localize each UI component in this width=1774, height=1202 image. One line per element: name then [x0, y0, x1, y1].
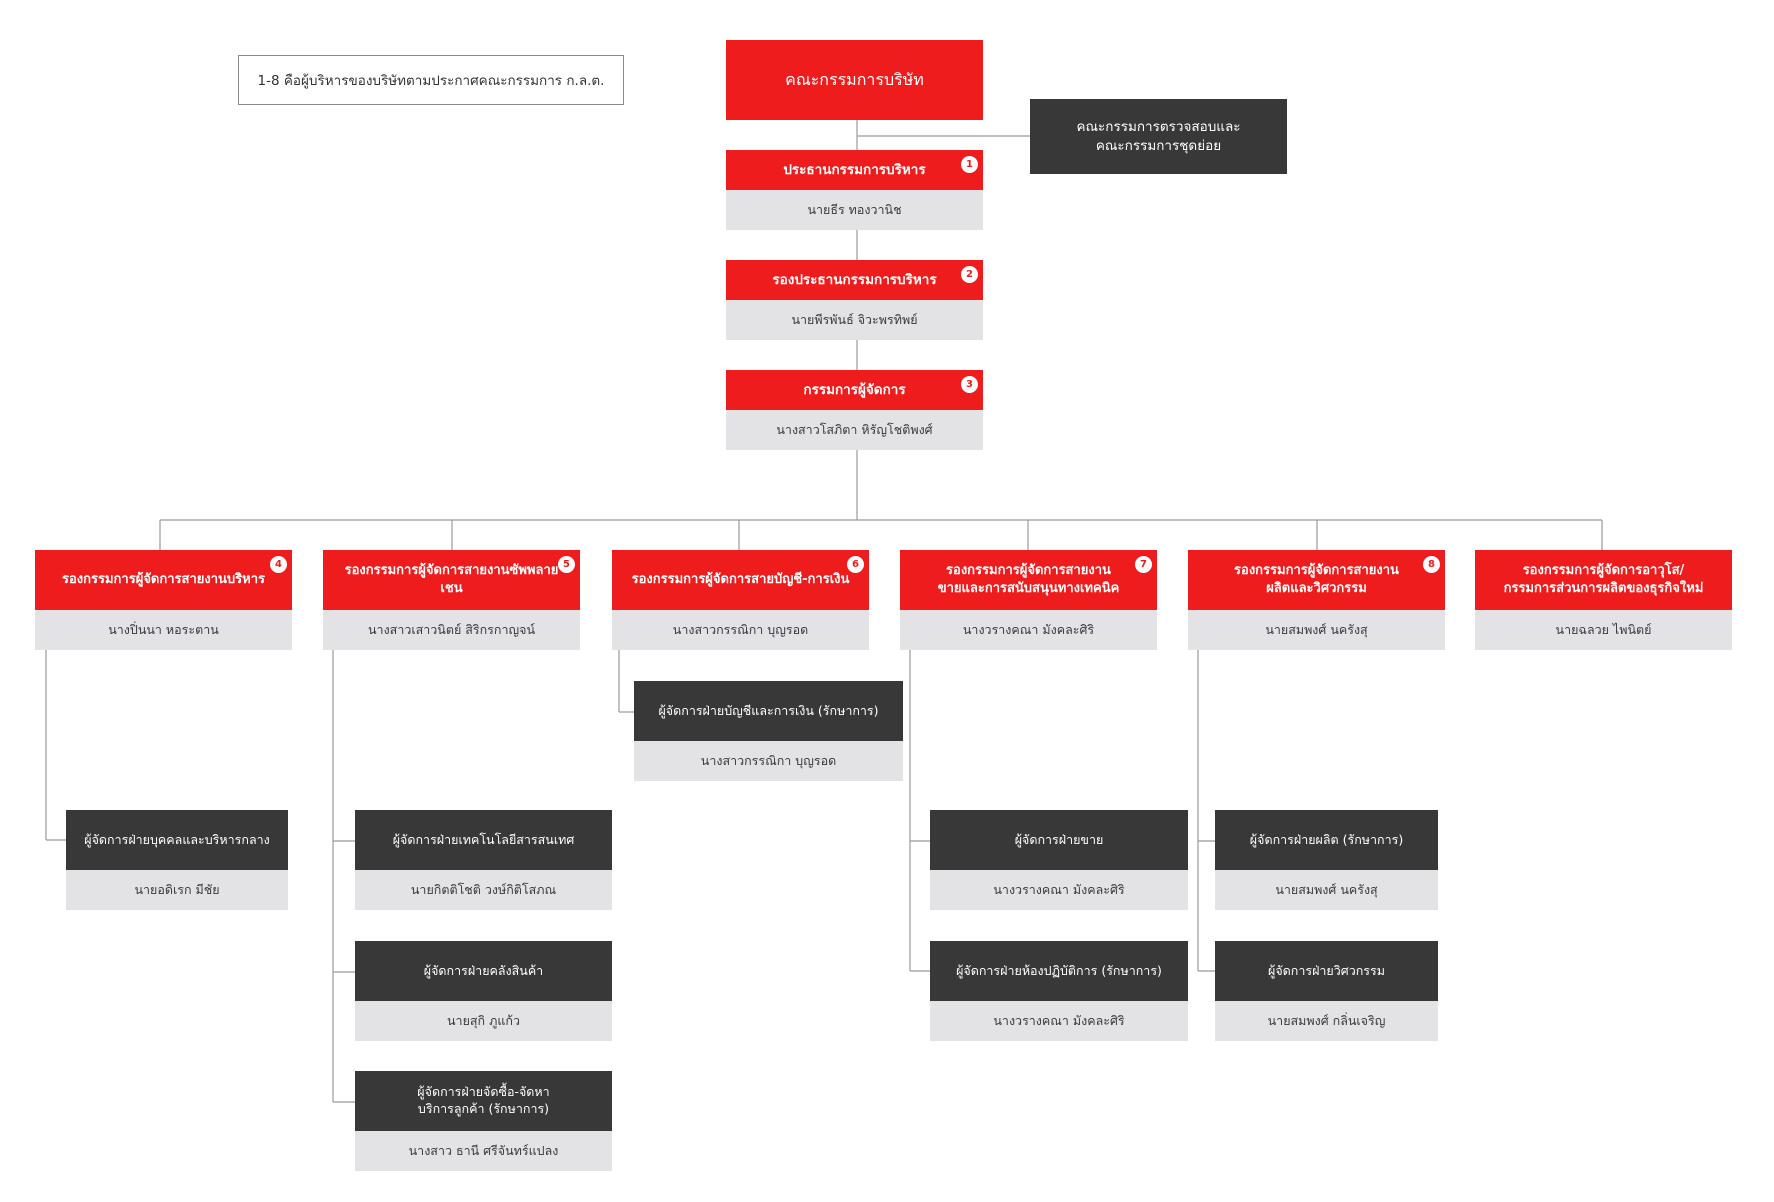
managers-title-line: บริการลูกค้า (รักษาการ): [417, 1101, 550, 1116]
managers-title-box: ผู้จัดการฝ่ายบัญชีและการเงิน (รักษาการ): [634, 681, 903, 741]
managers-title-box: ผู้จัดการฝ่ายวิศวกรรม: [1215, 941, 1438, 1001]
managers-name: นางวรางคณา มังคละศิริ: [930, 1001, 1188, 1041]
managers-title-line: ผู้จัดการฝ่ายบุคคลและบริหารกลาง: [84, 831, 270, 847]
managers-title-line: ผู้จัดการฝ่ายผลิต (รักษาการ): [1249, 831, 1404, 847]
managers-title-line: ผู้จัดการฝ่ายคลังสินค้า: [423, 962, 544, 978]
number-badge: 6: [847, 556, 864, 573]
chain-node-1: รองประธานกรรมการบริหารนายพีรพันธ์ จิวะพร…: [726, 260, 983, 340]
number-badge: 7: [1135, 556, 1152, 573]
managers-title-box: ผู้จัดการฝ่ายห้องปฏิบัติการ (รักษาการ): [930, 941, 1188, 1001]
chain-name: นางสาวโสภิตา หิรัญโชติพงศ์: [726, 410, 983, 450]
divisions-name: นางสาวเสาวนิตย์ สิริกรกาญจน์: [323, 610, 580, 650]
divisions-title-line: รองกรรมการผู้จัดการอาวุโส/: [1522, 563, 1685, 579]
number-badge: 2: [961, 266, 978, 283]
managers-name: นายสุกิ ภูแก้ว: [355, 1001, 612, 1041]
divisions-title-box: รองกรรมการผู้จัดการสายงานขายและการสนับสน…: [900, 550, 1157, 610]
committees-title-line1: คณะกรรมการตรวจสอบและ: [1076, 119, 1241, 136]
chain-title-line: ประธานกรรมการบริหาร: [783, 161, 926, 178]
managers-title-box: ผู้จัดการฝ่ายคลังสินค้า: [355, 941, 612, 1001]
managers-title-line: ผู้จัดการฝ่ายจัดซื้อ-จัดหา: [417, 1084, 550, 1100]
managers-node-1: ผู้จัดการฝ่ายเทคโนโลยีสารสนเทศนายกิตติโช…: [355, 810, 612, 910]
divisions-node-3: รองกรรมการผู้จัดการสายงานขายและการสนับสน…: [900, 550, 1157, 650]
divisions-title-line: ขายและการสนับสนุนทางเทคนิค: [937, 581, 1120, 596]
managers-node-7: ผู้จัดการฝ่ายผลิต (รักษาการ) นายสมพงศ์ นค…: [1215, 810, 1438, 910]
divisions-node-4: รองกรรมการผู้จัดการสายงานผลิตและวิศวกรรม…: [1188, 550, 1445, 650]
chain-node-0: ประธานกรรมการบริหารนายธีร ทองวานิช 1: [726, 150, 983, 230]
managers-node-0: ผู้จัดการฝ่ายบุคคลและบริหารกลางนายอดิเรก…: [66, 810, 288, 910]
divisions-title-line: รองกรรมการผู้จัดการสายงาน: [1234, 563, 1399, 579]
chain-name: นายพีรพันธ์ จิวะพรทิพย์: [726, 300, 983, 340]
managers-title-line: ผู้จัดการฝ่ายบัญชีและการเงิน (รักษาการ): [658, 702, 879, 718]
managers-title-box: ผู้จัดการฝ่ายจัดซื้อ-จัดหาบริการลูกค้า (…: [355, 1071, 612, 1131]
divisions-name: นายฉลวย ไพนิตย์: [1475, 610, 1732, 650]
divisions-node-0: รองกรรมการผู้จัดการสายงานบริหารนางปิ่นนา…: [35, 550, 292, 650]
managers-title-line: ผู้จัดการฝ่ายเทคโนโลยีสารสนเทศ: [392, 831, 575, 847]
divisions-title-line: ผลิตและวิศวกรรม: [1266, 581, 1367, 596]
chain-title-box: รองประธานกรรมการบริหาร: [726, 260, 983, 300]
number-badge: 8: [1423, 556, 1440, 573]
divisions-title-box: รองกรรมการผู้จัดการสายงานผลิตและวิศวกรรม: [1188, 550, 1445, 610]
divisions-name: นางสาวกรรณิกา บุญรอด: [612, 610, 869, 650]
committees-box: คณะกรรมการตรวจสอบและ คณะกรรมการชุดย่อย: [1030, 99, 1287, 174]
chain-name: นายธีร ทองวานิช: [726, 190, 983, 230]
managers-name: นายสมพงศ์ กลิ่นเจริญ: [1215, 1001, 1438, 1041]
divisions-title-box: รองกรรมการผู้จัดการสายงานซัพพลายเชน: [323, 550, 580, 610]
number-badge: 3: [961, 376, 978, 393]
managers-name: นายสมพงศ์ นครังสุ: [1215, 870, 1438, 910]
managers-name: นางสาวกรรณิกา บุญรอด: [634, 741, 903, 781]
chain-node-2: กรรมการผู้จัดการนางสาวโสภิตา หิรัญโชติพง…: [726, 370, 983, 450]
managers-title-box: ผู้จัดการฝ่ายขาย: [930, 810, 1188, 870]
board-title: คณะกรรมการบริษัท: [785, 70, 924, 90]
divisions-title-line: กรรมการส่วนการผลิตของธุรกิจใหม่: [1503, 581, 1704, 596]
divisions-title-line: รองกรรมการผู้จัดการสายงานบริหาร: [62, 572, 265, 588]
number-badge: 5: [558, 556, 575, 573]
managers-node-3: ผู้จัดการฝ่ายจัดซื้อ-จัดหาบริการลูกค้า (…: [355, 1071, 612, 1171]
divisions-title-box: รองกรรมการผู้จัดการอาวุโส/กรรมการส่วนการ…: [1475, 550, 1732, 610]
divisions-name: นายสมพงศ์ นครังสุ: [1188, 610, 1445, 650]
divisions-name: นางวรางคณา มังคละศิริ: [900, 610, 1157, 650]
managers-title-box: ผู้จัดการฝ่ายผลิต (รักษาการ): [1215, 810, 1438, 870]
divisions-node-2: รองกรรมการผู้จัดการสายบัญชี-การเงินนางสา…: [612, 550, 869, 650]
chain-title-line: รองประธานกรรมการบริหาร: [772, 271, 937, 288]
number-badge: 4: [270, 556, 287, 573]
managers-name: นางสาว ธานี ศรีจันทร์แปลง: [355, 1131, 612, 1171]
managers-node-6: ผู้จัดการฝ่ายห้องปฏิบัติการ (รักษาการ) นา…: [930, 941, 1188, 1041]
chain-title-box: กรรมการผู้จัดการ: [726, 370, 983, 410]
managers-title-box: ผู้จัดการฝ่ายเทคโนโลยีสารสนเทศ: [355, 810, 612, 870]
managers-name: นายกิตติโชติ วงษ์กิติโสภณ: [355, 870, 612, 910]
divisions-title-box: รองกรรมการผู้จัดการสายงานบริหาร: [35, 550, 292, 610]
divisions-title-box: รองกรรมการผู้จัดการสายบัญชี-การเงิน: [612, 550, 869, 610]
managers-node-5: ผู้จัดการฝ่ายขายนางวรางคณา มังคละศิริ: [930, 810, 1188, 910]
divisions-title-line: รองกรรมการผู้จัดการสายงานซัพพลายเชน: [344, 563, 559, 596]
managers-node-8: ผู้จัดการฝ่ายวิศวกรรมนายสมพงศ์ กลิ่นเจริ…: [1215, 941, 1438, 1041]
managers-node-4: ผู้จัดการฝ่ายบัญชีและการเงิน (รักษาการ) น…: [634, 681, 903, 781]
divisions-name: นางปิ่นนา หอระตาน: [35, 610, 292, 650]
committees-title-line2: คณะกรรมการชุดย่อย: [1095, 137, 1222, 154]
chain-title-box: ประธานกรรมการบริหาร: [726, 150, 983, 190]
managers-title-line: ผู้จัดการฝ่ายห้องปฏิบัติการ (รักษาการ): [956, 962, 1162, 978]
number-badge: 1: [961, 156, 978, 173]
divisions-node-5: รองกรรมการผู้จัดการอาวุโส/กรรมการส่วนการ…: [1475, 550, 1732, 650]
legend-box: 1-8 คือผู้บริหารของบริษัทตามประกาศคณะกรร…: [238, 55, 624, 105]
managers-title-line: ผู้จัดการฝ่ายขาย: [1014, 831, 1104, 847]
managers-title-line: ผู้จัดการฝ่ายวิศวกรรม: [1268, 962, 1385, 978]
divisions-title-line: รองกรรมการผู้จัดการสายบัญชี-การเงิน: [631, 572, 850, 588]
chain-title-line: กรรมการผู้จัดการ: [803, 381, 906, 398]
managers-title-box: ผู้จัดการฝ่ายบุคคลและบริหารกลาง: [66, 810, 288, 870]
managers-node-2: ผู้จัดการฝ่ายคลังสินค้านายสุกิ ภูแก้ว: [355, 941, 612, 1041]
divisions-node-1: รองกรรมการผู้จัดการสายงานซัพพลายเชนนางสา…: [323, 550, 580, 650]
managers-name: นางวรางคณา มังคละศิริ: [930, 870, 1188, 910]
divisions-title-line: รองกรรมการผู้จัดการสายงาน: [946, 563, 1111, 579]
board-box: คณะกรรมการบริษัท: [726, 40, 983, 120]
managers-name: นายอดิเรก มีชัย: [66, 870, 288, 910]
